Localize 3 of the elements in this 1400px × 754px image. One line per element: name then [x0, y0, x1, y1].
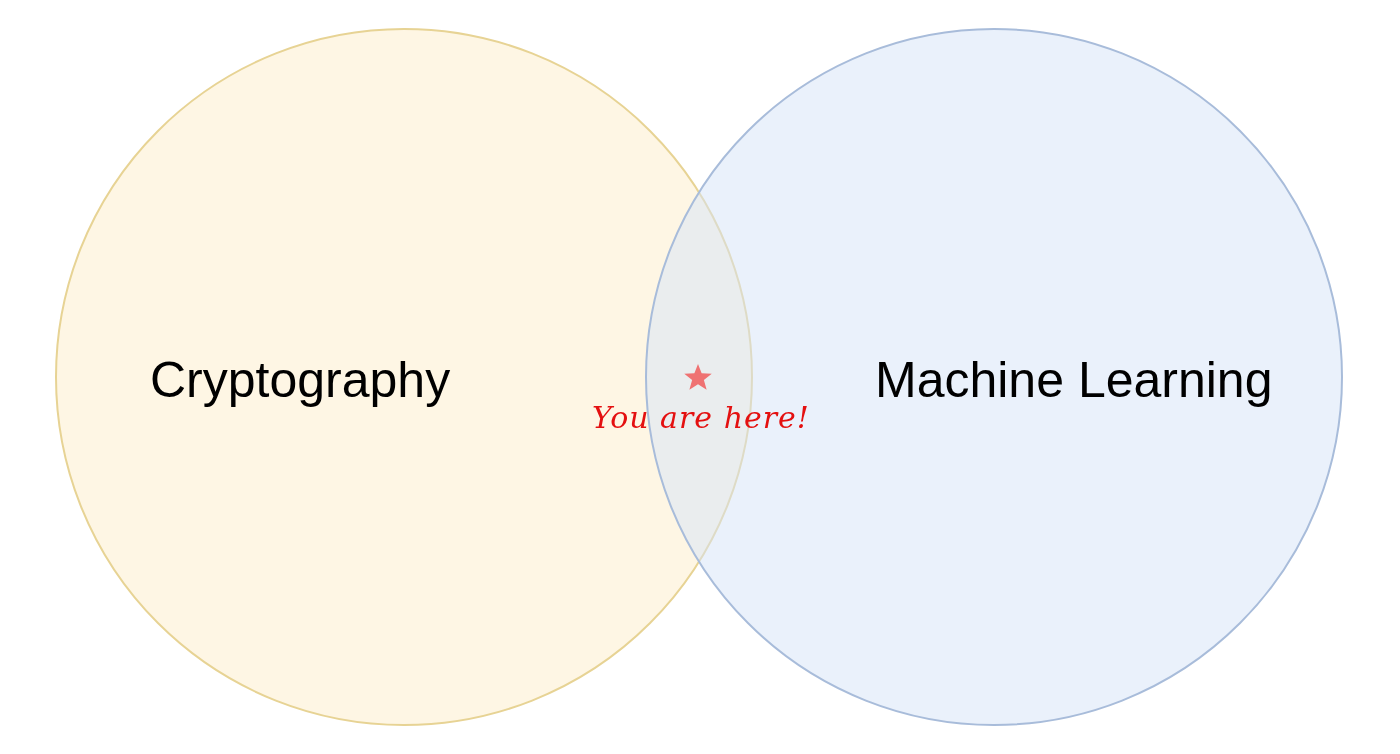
circle-label: Cryptography [150, 351, 451, 410]
handwritten-note: You are here! [592, 400, 810, 435]
circle-label: Machine Learning [875, 351, 1273, 410]
